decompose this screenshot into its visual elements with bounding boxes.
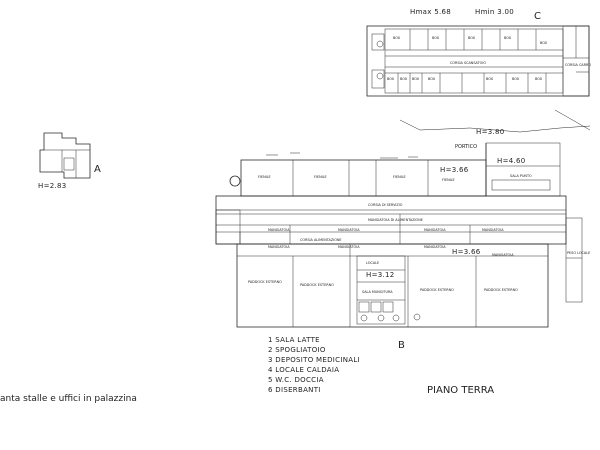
legend: 1 SALA LATTE 2 SPOGLIATOIO 3 DEPOSITO ME…: [268, 336, 360, 394]
b-height-2: H=4.60: [497, 157, 526, 165]
c-corridor-top: CORSIA SCANSATOIO: [450, 61, 486, 65]
b-corridor: CORSIA DI SERVIZIO: [368, 203, 403, 207]
b-round-tank: [229, 175, 241, 187]
b-portico: [485, 142, 561, 197]
c-bot-room-1: BOX: [387, 77, 395, 81]
c-top-room-4: BOX: [504, 36, 512, 40]
c-bot-room-4: BOX: [428, 77, 436, 81]
block-a-outline: [39, 132, 91, 179]
b-paddock-2: PADDOCK ESTERNO: [300, 283, 334, 287]
c-top-room-5: BOX: [540, 41, 548, 45]
c-top-room-1: BOX: [393, 36, 401, 40]
b-fienile-2: FIENILE: [314, 175, 327, 179]
b-manger-8: MANGIATOIA: [492, 253, 514, 257]
b-milking: SALA MUNGITURA: [362, 290, 393, 294]
legend-item-5: 5 W.C. DOCCIA: [268, 376, 324, 384]
b-fienile-4: FIENILE: [442, 178, 455, 182]
b-sala-punto: SALA PUNTO: [510, 174, 532, 178]
b-manger-7: MANGIATOIA: [424, 245, 446, 249]
floor-label: PIANO TERRA: [427, 385, 494, 396]
block-b-label: B: [398, 340, 405, 351]
b-feed-corridor: CORSIA ALIMENTAZIONE: [300, 238, 342, 242]
drawing-caption: anta stalle e uffici in palazzina: [0, 394, 137, 404]
legend-item-1: 1 SALA LATTE: [268, 336, 320, 344]
c-bot-room-7: BOX: [535, 77, 543, 81]
b-paddock-1: PADDOCK ESTERNO: [248, 280, 282, 284]
c-bot-room-2: BOX: [400, 77, 408, 81]
block-a-label: A: [94, 164, 101, 175]
c-bot-room-3: BOX: [412, 77, 420, 81]
b-side-annex: [565, 217, 583, 303]
c-bot-room-6: BOX: [512, 77, 520, 81]
b-manger-5: MANGIATOIA: [268, 245, 290, 249]
b-manger-2: MANGIATOIA: [338, 228, 360, 232]
b-manger-1: MANGIATOIA: [268, 228, 290, 232]
b-paddock-block: [236, 243, 549, 328]
b-height-4: H=3.66: [452, 248, 481, 256]
height-max-label: Hmax 5.68: [410, 8, 451, 16]
b-manger-3: MANGIATOIA: [424, 228, 446, 232]
block-c: BOX BOX BOX BOX BOX CORSIA SCANSATOIO BO…: [366, 25, 591, 97]
c-top-room-2: BOX: [432, 36, 440, 40]
b-paddock-4: PADDOCK ESTERNO: [484, 288, 518, 292]
b-locale: LOCALE: [366, 261, 379, 265]
b-service-block: [356, 255, 406, 325]
b-paddock-3: PADDOCK ESTERNO: [420, 288, 454, 292]
b-height-1: H=3.80: [476, 128, 505, 136]
legend-item-2: 2 SPOGLIATOIO: [268, 346, 326, 354]
block-c-label: C: [534, 11, 541, 22]
legend-item-4: 4 LOCALE CALDAIA: [268, 366, 339, 374]
block-b: H=3.80 PORTICO H=4.60 SALA PUNTO H=3.66 …: [215, 109, 591, 351]
site-boundary: [399, 119, 591, 133]
c-side-room: CORSIA CARRO: [565, 63, 591, 67]
c-top-room-3: BOX: [468, 36, 476, 40]
height-min-label: Hmin 3.00: [475, 8, 514, 16]
b-fienile-1: FIENILE: [258, 175, 271, 179]
b-fienile-3: FIENILE: [393, 175, 406, 179]
b-manger-6: MANGIATOIA: [338, 245, 360, 249]
b-manger-4: MANGIATOIA: [482, 228, 504, 232]
b-portico-label: PORTICO: [455, 144, 477, 150]
block-a: A H=2.83: [38, 132, 101, 190]
b-side-room: PESO LOCALE: [567, 251, 590, 255]
b-manger-line: MANGIATOIA DI ALIMENTAZIONE: [368, 218, 423, 222]
legend-item-6: 6 DISERBANTI: [268, 386, 321, 394]
c-bot-room-5: BOX: [486, 77, 494, 81]
b-height-3: H=3.66: [440, 166, 469, 174]
block-a-height: H=2.83: [38, 182, 67, 190]
legend-item-3: 3 DEPOSITO MEDICINALI: [268, 356, 360, 364]
b-height-5: H=3.12: [366, 271, 395, 279]
